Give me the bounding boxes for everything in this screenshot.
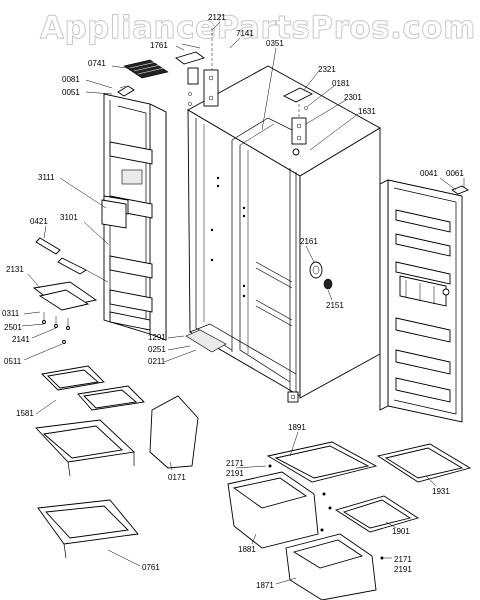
dispenser-cover: [101, 199, 127, 229]
label-1631: 1631: [358, 107, 376, 116]
label-0351: 0351: [266, 39, 284, 48]
label-2321: 2321: [318, 65, 336, 74]
part-number-labels: 2121 7141 1761 0351 0741 0081 0051 2321 …: [2, 13, 464, 590]
label-3101: 3101: [60, 213, 78, 222]
label-2171-bottom: 2171: [394, 555, 412, 564]
label-0741: 0741: [88, 59, 106, 68]
fresh-food-door: [379, 179, 469, 423]
label-2121: 2121: [208, 13, 226, 22]
label-1901: 1901: [392, 527, 410, 536]
label-2141: 2141: [12, 335, 30, 344]
label-0081: 0081: [62, 75, 80, 84]
label-0041: 0041: [420, 169, 438, 178]
freezer-door: [103, 85, 167, 341]
label-1761: 1761: [150, 41, 168, 50]
label-2151: 2151: [326, 301, 344, 310]
label-0181: 0181: [332, 79, 350, 88]
label-0311: 0311: [2, 309, 20, 318]
label-0251: 0251: [148, 345, 166, 354]
label-0421: 0421: [30, 217, 48, 226]
label-0211: 0211: [148, 357, 166, 366]
label-2301: 2301: [344, 93, 362, 102]
label-2191-bottom: 2191: [394, 565, 412, 574]
kick-panel: [149, 395, 199, 469]
label-2131: 2131: [6, 265, 24, 274]
crisper-drawers: [227, 441, 472, 600]
label-1881: 1881: [238, 545, 256, 554]
label-1891: 1891: [288, 423, 306, 432]
label-1581: 1581: [16, 409, 34, 418]
cabinet-body: [185, 65, 381, 403]
label-2161: 2161: [300, 237, 318, 246]
leader-lines: [21, 21, 465, 585]
label-2171-top: 2171: [226, 459, 244, 468]
label-0061: 0061: [446, 169, 464, 178]
label-0761: 0761: [142, 563, 160, 572]
side-small-parts: [32, 237, 109, 344]
site-watermark: AppliancePartsPros.com: [40, 10, 476, 47]
label-0511: 0511: [4, 357, 22, 366]
label-0051: 0051: [62, 88, 80, 97]
top-hinge-right: [282, 87, 314, 156]
label-1291: 1291: [148, 333, 166, 342]
screw-markers: [268, 464, 384, 560]
label-1871: 1871: [256, 581, 274, 590]
top-hinge-left: [175, 28, 219, 107]
label-2191-top: 2191: [226, 469, 244, 478]
label-2501: 2501: [4, 323, 22, 332]
grille-part: [123, 59, 169, 79]
freezer-baskets: [35, 365, 145, 559]
label-1931: 1931: [432, 487, 450, 496]
light-socket: [309, 261, 333, 290]
label-0171: 0171: [168, 473, 186, 482]
label-7141: 7141: [236, 29, 254, 38]
label-3111: 3111: [38, 173, 55, 182]
